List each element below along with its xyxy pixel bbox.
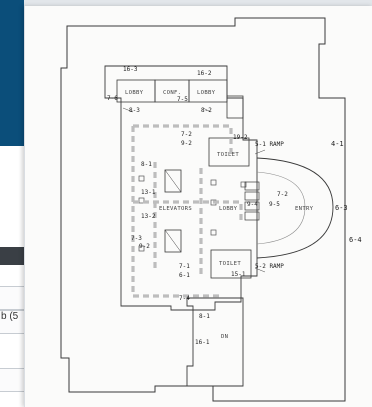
callout-6-3: 6-3 [335,204,348,212]
background-table-row [0,286,24,310]
callout-6-1: 6-1 [179,272,190,279]
elevator-shaft-upper [164,169,182,193]
entry-rotunda [256,157,334,259]
callout-8-2-top: 8-2 [201,107,212,114]
circulation-route [131,124,243,298]
toilet-bottom-room [210,249,252,279]
room-label-lobby-left: LOBBY [125,90,144,96]
callout-16-2: 16-2 [197,70,212,77]
callout-5-2-ramp: 5-2 RAMP [255,263,284,270]
callout-5-1-ramp: 5-1 RAMP [255,141,284,148]
callout-16-1: 16-1 [195,339,210,346]
background-top-strip [24,0,372,6]
background-table-row [0,310,24,334]
callout-13-1: 13-1 [141,189,156,196]
callout-7-5: 7-5 [177,96,188,103]
core-outline [104,65,258,311]
callout-8-3: 8-3 [129,107,140,114]
callout-8-1-upper: 8-1 [141,161,152,168]
callout-8-1-lower: 8-1 [199,313,210,320]
elevator-shaft-upper-cross [164,169,182,193]
lobby-right-room [188,79,228,103]
background-cell-text: b (5 [1,311,19,322]
room-label-dn: DN [221,334,228,340]
room-label-conf: CONF. [163,90,181,96]
floor-plan-diagram: LOBBY CONF. LOBBY TOILET TOILET ELEVATOR… [60,17,362,402]
callout-7-2-top: 7-2 [181,131,192,138]
room-label-lobby-right: LOBBY [197,90,216,96]
callout-7-6: 7-6 [107,95,118,102]
callout-9-4: 9-4 [247,201,258,208]
entry-stair-blocks [244,181,260,221]
room-label-entry: ENTRY [295,206,314,212]
stair-top [226,95,244,119]
lower-annex-outline [186,297,244,387]
room-label-lobby-center: LOBBY [219,206,238,212]
callout-9-2-lower: 9-2 [139,243,150,250]
callout-19-2: 19-2 [233,134,248,141]
elevator-shaft-lower [164,229,182,253]
callout-9-5: 9-5 [269,201,280,208]
callout-7-2-entry: 7-2 [277,191,288,198]
background-table-header [0,247,24,265]
entry-inner-arc [256,171,306,245]
background-table-row [0,368,24,392]
callout-7-3: 7-3 [131,235,142,242]
room-label-toilet-top: TOILET [217,152,239,158]
callout-6-4: 6-4 [349,236,362,244]
background-header-band [0,0,24,146]
callout-9-2-top: 9-2 [181,140,192,147]
callout-16-3: 16-3 [123,66,138,73]
callout-4-1: 4-1 [331,140,344,148]
floor-plan-card: LOBBY CONF. LOBBY TOILET TOILET ELEVATOR… [24,6,372,407]
callout-13-2: 13-2 [141,213,156,220]
callout-7-4: 7-4 [179,295,190,302]
callout-15-1: 15-1 [231,271,246,278]
room-label-toilet-bottom: TOILET [219,261,241,267]
elevator-shaft-lower-cross [164,229,182,253]
leader-lines [122,107,266,273]
toilet-top-room [208,137,250,167]
building-outline [60,17,346,402]
room-label-elevators: ELEVATORS [159,206,192,212]
callout-7-1: 7-1 [179,263,190,270]
